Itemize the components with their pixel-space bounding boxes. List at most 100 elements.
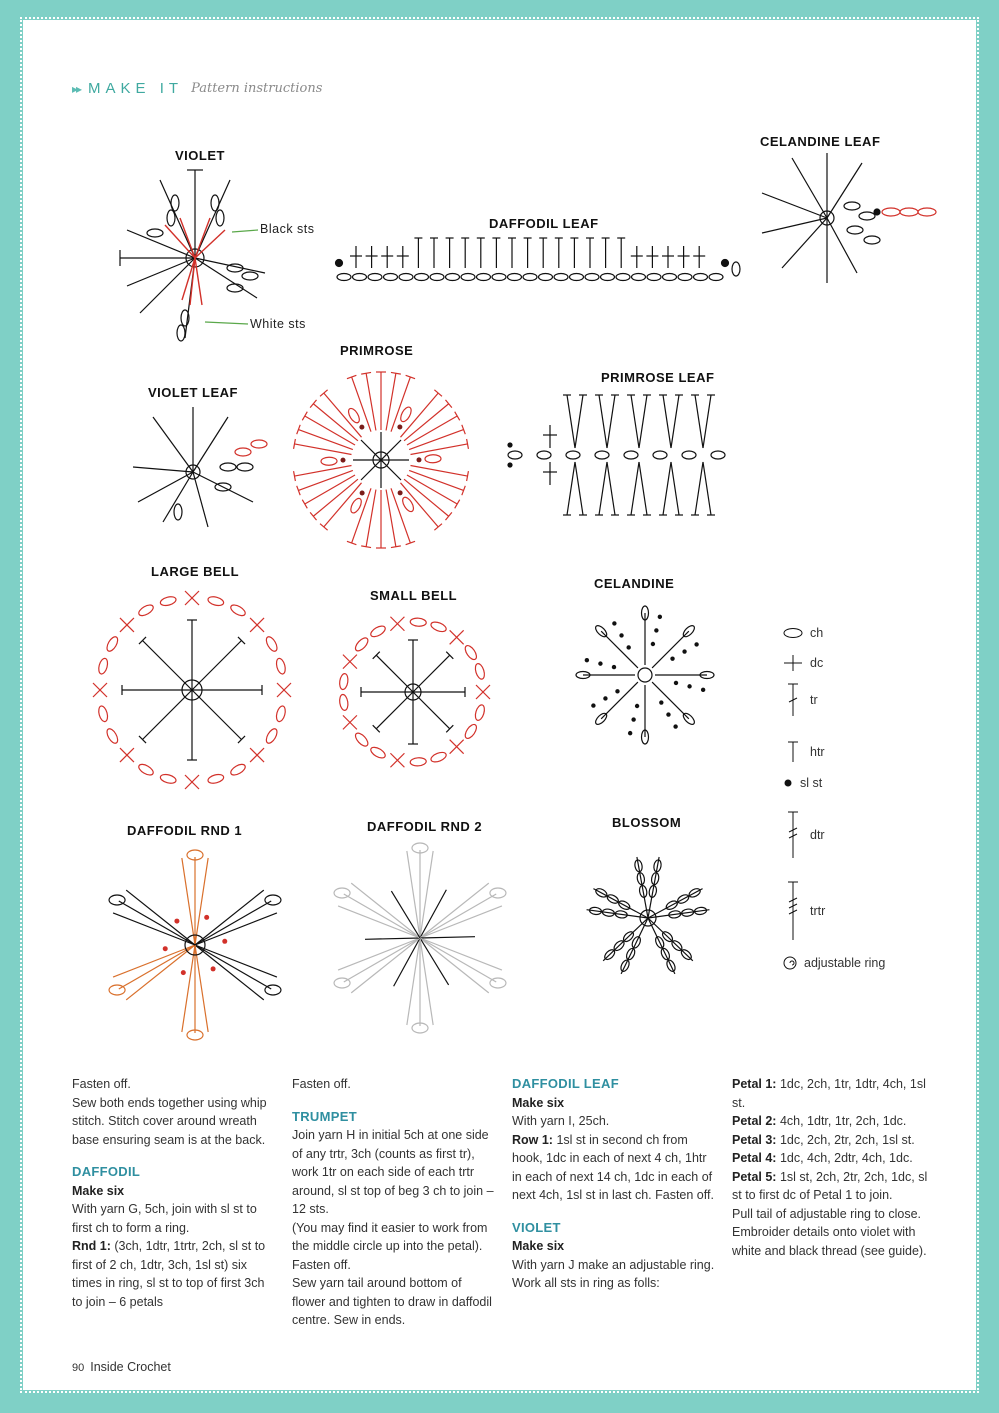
stitch-mark [507,450,523,460]
stitch-mark [409,617,427,627]
stitch-mark [138,636,147,645]
stitch-mark [298,428,354,451]
stitch-mark [350,882,421,939]
stitch-mark [275,705,286,723]
col1-rnd1: Rnd 1: (3ch, 1dtr, 1trtr, 2ch, sl st to … [72,1239,266,1309]
stitch-mark [265,636,278,652]
stitch-mark [657,614,663,620]
stitch-mark [419,889,447,939]
stitch-mark [677,272,693,282]
small-bell-diagram [339,616,491,768]
stitch-mark [602,917,649,962]
celandine-leaf-title: CELANDINE LEAF [760,134,881,149]
stitch-mark [350,497,362,514]
stitch-mark [351,488,372,544]
legend-dc: dc [810,656,824,670]
stitch-mark [346,374,357,380]
stitch-mark [666,712,671,717]
stitch-mark [106,636,119,652]
stitch-mark [304,474,356,505]
stitch-mark [661,272,678,282]
stitch-mark [659,700,664,705]
stitch-mark [370,625,386,638]
stitch-mark [647,856,660,919]
stitch-mark [372,724,381,733]
stitch-mark [194,944,278,978]
leaf-make: Make six [512,1095,565,1110]
stitch-mark [620,917,649,975]
violet-make: Make six [512,1239,565,1253]
stitch-mark [142,689,193,740]
stitch-mark [648,884,658,898]
stitch-mark [184,590,200,606]
stitch-mark [565,450,581,460]
petal-2: Petal 2: 4ch, 1dtr, 1tr, 2ch, 1dc. [732,1114,907,1128]
sl-st-icon [784,779,792,787]
column-2: Fasten off. TRUMPET Join yarn H in initi… [292,1075,497,1330]
stitch-mark [603,696,608,701]
stitch-mark [430,751,447,763]
stitch-mark [682,649,687,654]
stitch-mark [584,272,600,282]
stitch-mark [454,499,461,509]
stitch-mark [647,917,694,962]
stitch-mark [159,773,177,784]
stitch-mark [655,936,665,949]
stitch-mark [464,723,478,740]
stitch-mark [553,272,569,282]
stitch-mark [296,424,301,435]
stitch-mark [693,906,708,916]
stitch-mark [108,894,126,906]
stitch-mark [600,681,639,720]
stitch-mark [671,940,683,952]
stitch-mark [598,394,608,449]
col4-p1: Pull tail of adjustable ring to close. [732,1206,921,1221]
legend-tr: tr [810,693,818,707]
stitch-mark [466,438,470,449]
stitch-mark [673,724,678,729]
stitch-mark [390,371,401,375]
daffodil-rnd2-title: DAFFODIL RND 2 [367,819,483,834]
stitch-mark [419,936,475,939]
blossom-title: BLOSSOM [612,815,682,830]
stitch-mark [600,630,639,669]
page-area [20,17,979,1393]
stitch-mark [449,629,465,645]
stitch-mark [653,859,662,873]
stitch-mark [375,691,414,730]
legend-dtr: dtr [810,828,825,842]
stitch-mark [419,850,434,939]
legend-ring: adjustable ring [804,956,886,970]
stitch-mark [390,890,421,939]
stitch-mark [449,739,465,755]
daffodil-rnd1-diagram [108,849,282,1041]
magazine-name: Inside Crochet [90,1360,171,1374]
stitch-mark [614,910,628,919]
stitch-mark [566,461,576,516]
stitch-mark [631,717,636,722]
stitch-mark [408,469,464,492]
stitch-mark [474,704,485,721]
legend-ch: ch [810,626,824,640]
stitch-mark [666,959,676,972]
stitch-mark [210,966,216,972]
stitch-mark [312,478,359,517]
stitch-mark [444,272,461,282]
col4-p2: Embroider details onto violet with white… [732,1225,927,1258]
stitch-mark [574,461,584,516]
stitch-mark [339,673,349,691]
stitch-mark [677,894,690,904]
stitch-mark [650,641,656,647]
stitch-mark [301,411,308,421]
stitch-mark [601,908,615,917]
violet-leaf-diagram [132,407,268,528]
stitch-mark [323,482,362,528]
stitch-mark [668,910,682,919]
stitch-mark [125,944,196,1001]
stitch-mark [400,406,412,423]
stitch-mark [694,394,704,449]
stitch-mark [296,485,301,496]
stitch-mark [647,888,703,919]
stitch-mark [237,735,246,744]
stitch-mark [692,272,709,282]
